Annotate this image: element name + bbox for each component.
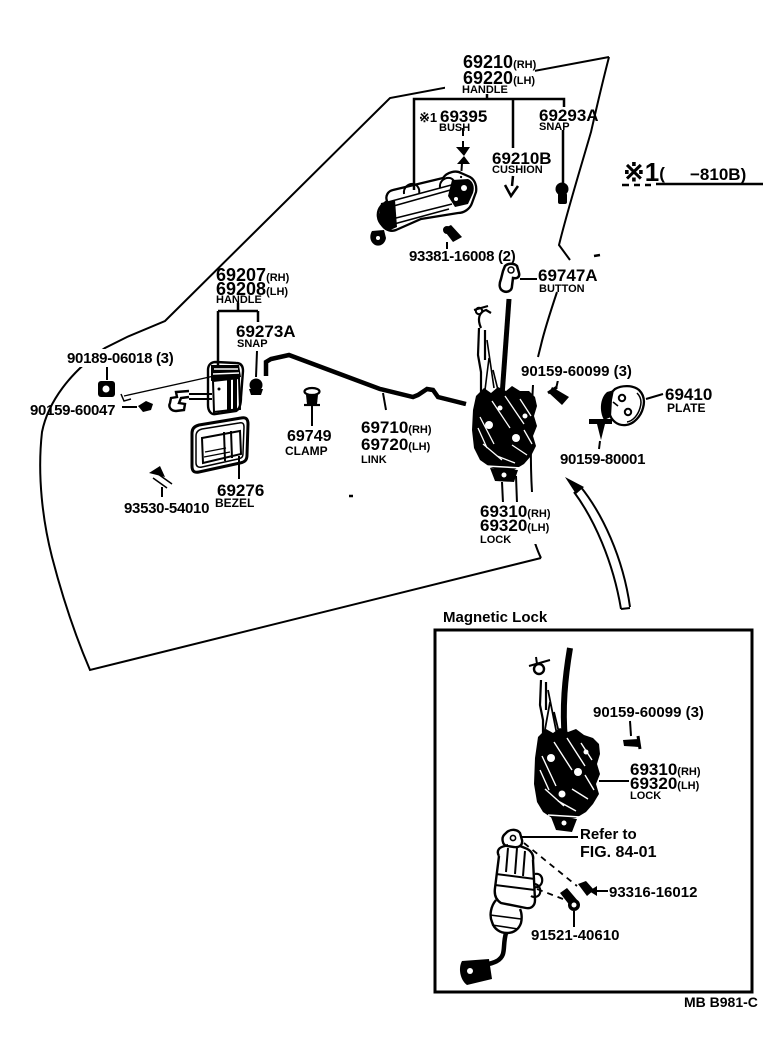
svg-text:SNAP: SNAP [237, 338, 268, 350]
svg-text:Refer to: Refer to [580, 826, 637, 843]
svg-text:69749: 69749 [287, 428, 332, 445]
svg-text:SNAP: SNAP [539, 121, 570, 133]
svg-text:90159-80001: 90159-80001 [560, 451, 645, 468]
svg-text:90159-60047: 90159-60047 [30, 402, 115, 419]
svg-text:Magnetic Lock: Magnetic Lock [443, 609, 548, 626]
svg-text:69210B: 69210B [492, 149, 552, 168]
svg-text:90189-06018 (3): 90189-06018 (3) [67, 350, 174, 367]
svg-text:91521-40610: 91521-40610 [531, 927, 619, 944]
svg-text:HANDLE: HANDLE [216, 294, 262, 306]
svg-text:69273A: 69273A [236, 322, 296, 341]
svg-text:−810B): −810B) [690, 165, 746, 184]
svg-text:CUSHION: CUSHION [492, 164, 543, 176]
svg-text:MB B981-C: MB B981-C [684, 994, 758, 1010]
svg-text:BEZEL: BEZEL [215, 496, 254, 510]
svg-text:69276: 69276 [217, 481, 264, 500]
svg-text:BUTTON: BUTTON [539, 283, 585, 295]
svg-text:FIG. 84-01: FIG. 84-01 [580, 844, 657, 861]
svg-text:PLATE: PLATE [667, 401, 705, 415]
svg-text:69395: 69395 [440, 107, 487, 126]
svg-text:※1: ※1 [419, 110, 437, 125]
svg-text:69293A: 69293A [539, 106, 599, 125]
svg-text:CLAMP: CLAMP [285, 444, 328, 458]
svg-text:69747A: 69747A [538, 266, 598, 285]
svg-text:LINK: LINK [361, 454, 387, 466]
svg-text:93381-16008 (2): 93381-16008 (2) [409, 248, 516, 265]
svg-text:LOCK: LOCK [480, 534, 511, 546]
svg-text:BUSH: BUSH [439, 122, 470, 134]
svg-text:※1(: ※1( [623, 157, 665, 187]
svg-text:93316-16012: 93316-16012 [609, 884, 697, 901]
svg-text:HANDLE: HANDLE [462, 84, 508, 96]
svg-text:69410: 69410 [665, 385, 712, 404]
svg-text:93530-54010: 93530-54010 [124, 500, 209, 517]
svg-text:90159-60099 (3): 90159-60099 (3) [593, 704, 704, 721]
svg-text:90159-60099 (3): 90159-60099 (3) [521, 363, 632, 380]
svg-text:LOCK: LOCK [630, 790, 661, 802]
